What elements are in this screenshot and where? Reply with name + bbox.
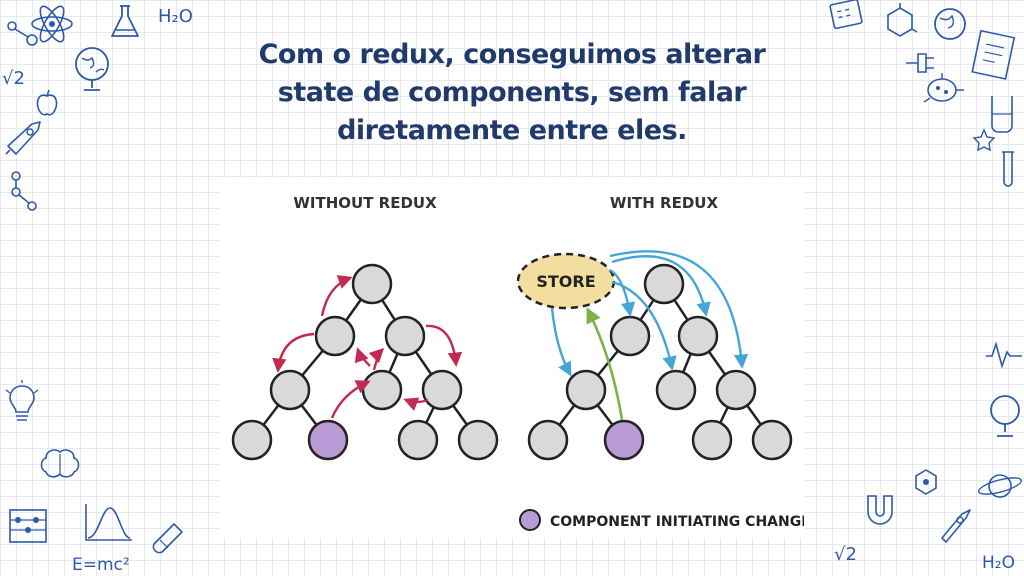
- sqrt2-right-text: √2: [834, 544, 857, 565]
- doodle-graph-icon: [82, 502, 134, 544]
- doodle-planet-icon: [976, 466, 1024, 506]
- legend-label: COMPONENT INITIATING CHANGE: [550, 514, 804, 530]
- red-arrow: [403, 397, 429, 411]
- without-redux-heading: WITHOUT REDUX: [293, 194, 437, 212]
- left-tree-node: [314, 315, 356, 357]
- doodle-magnet-icon: [858, 490, 902, 534]
- doodle-globe-lower-icon: [986, 392, 1024, 440]
- slide-title: Com o redux, conseguimos alterar state d…: [212, 36, 812, 150]
- doodle-apple-icon: [32, 88, 62, 118]
- left-initiator-node: [307, 419, 349, 461]
- doodle-abacus-icon: [6, 506, 50, 546]
- doodle-bacteria-icon: [920, 70, 968, 110]
- doodle-globe-right-icon: [930, 4, 970, 44]
- doodle-brain-icon: [38, 446, 82, 482]
- right-initiator-node: [603, 419, 645, 461]
- doodle-h2o-text: H₂O: [156, 0, 200, 30]
- store-ellipse: [516, 252, 616, 310]
- right-tree-node: [609, 315, 651, 357]
- with-redux-heading: WITH REDUX: [610, 194, 719, 212]
- right-tree-edges: [547, 283, 774, 441]
- emc2-text: E=mc²: [72, 555, 130, 575]
- green-arrow: [586, 307, 624, 421]
- doodle-wave-icon: [984, 340, 1024, 370]
- left-tree-node: [351, 263, 393, 305]
- doodle-calculator-icon: [826, 0, 866, 30]
- doodle-globe-icon: [70, 44, 114, 94]
- right-tree-node: [643, 263, 685, 305]
- doodle-lightbulb-icon: [4, 380, 40, 428]
- left-tree-node: [421, 369, 463, 411]
- red-arrow: [330, 380, 371, 419]
- title-line-3: diretamente entre eles.: [337, 115, 687, 146]
- doodle-notebook-icon: [970, 30, 1018, 82]
- legend-swatch: [519, 509, 541, 531]
- doodle-rocket-right-icon: [936, 504, 976, 544]
- blue-arrow: [611, 280, 677, 371]
- red-arrow: [425, 324, 463, 367]
- doodle-beaker-icon: [984, 92, 1020, 136]
- doodle-test-tube-icon: [150, 522, 186, 566]
- red-arrow: [354, 347, 371, 367]
- right-tree-node: [677, 315, 719, 357]
- blue-arrow: [611, 255, 711, 317]
- doodle-atom-icon: [28, 4, 76, 44]
- title-line-1: Com o redux, conseguimos alterar: [258, 39, 766, 70]
- blue-arrow: [550, 307, 572, 377]
- left-tree-node: [361, 369, 403, 411]
- doodle-molecule-icon: [4, 18, 44, 52]
- doodle-network-icon: [6, 168, 42, 214]
- right-tree-node: [691, 419, 733, 461]
- red-arrow: [368, 347, 385, 371]
- doodle-rocket-icon: [2, 116, 48, 156]
- doodle-sqrt-text: √2: [0, 62, 40, 92]
- right-tree-node: [565, 369, 607, 411]
- doodle-plug-icon: [902, 48, 942, 78]
- left-tree-node: [269, 369, 311, 411]
- doodle-h2o-right-text: H₂O: [980, 546, 1024, 576]
- red-arrow: [272, 332, 315, 373]
- doodle-hexagon-molecule-icon: [878, 2, 922, 46]
- left-tree-node: [231, 419, 273, 461]
- right-tree-node: [527, 419, 569, 461]
- left-tree-node: [457, 419, 499, 461]
- doodle-emc2-text: E=mc²: [70, 548, 140, 576]
- doodle-flask-icon: [108, 4, 142, 40]
- left-tree-node: [397, 419, 439, 461]
- right-tree-node: [715, 369, 757, 411]
- h2o-right-text: H₂O: [982, 553, 1015, 573]
- h2o-text: H₂O: [158, 6, 193, 27]
- doodle-tube-right-icon: [996, 150, 1020, 192]
- right-tree-node: [655, 369, 697, 411]
- doodle-molecule-right-icon: [904, 462, 948, 506]
- right-tree-node: [751, 419, 793, 461]
- title-line-2: state de components, sem falar: [277, 77, 747, 108]
- redux-diagram: WITHOUT REDUX WITH REDUX: [220, 178, 804, 538]
- red-arrow: [320, 275, 353, 317]
- doodle-star-icon: [972, 128, 996, 152]
- store-label: STORE: [536, 272, 595, 291]
- left-tree-node: [384, 315, 426, 357]
- blue-arrow: [609, 250, 749, 369]
- doodle-sqrt-right-text: √2: [832, 538, 872, 568]
- sqrt2-text: √2: [2, 68, 25, 89]
